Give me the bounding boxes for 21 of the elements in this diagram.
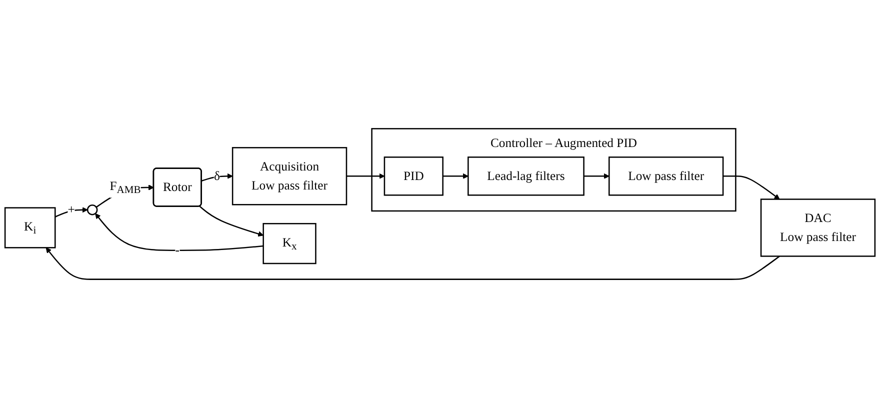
edge-label: - — [175, 243, 180, 258]
node-box: Low pass filter — [608, 156, 724, 196]
node-box: K$_{i}$ — [4, 207, 56, 248]
node-box: DAC Low pass filter — [760, 198, 876, 257]
arrow — [584, 173, 610, 179]
arrow — [54, 207, 88, 218]
edge-label: δ — [214, 169, 220, 184]
arrow — [46, 247, 780, 280]
arrow — [95, 213, 264, 251]
edge-label: F$_{AMB}$ — [110, 179, 141, 196]
arrow — [442, 173, 468, 179]
node-circle — [86, 204, 98, 216]
arrow — [723, 176, 780, 200]
arrow — [201, 173, 233, 182]
arrow — [346, 173, 385, 179]
node-box: Acquisition Low pass filter — [232, 147, 348, 206]
node-box: PID — [384, 156, 444, 196]
edge-label: + — [68, 202, 75, 217]
node-box: Lead-lag filters — [468, 156, 584, 196]
node-box: K$_{x}$ — [262, 222, 316, 264]
arrow — [199, 206, 264, 237]
